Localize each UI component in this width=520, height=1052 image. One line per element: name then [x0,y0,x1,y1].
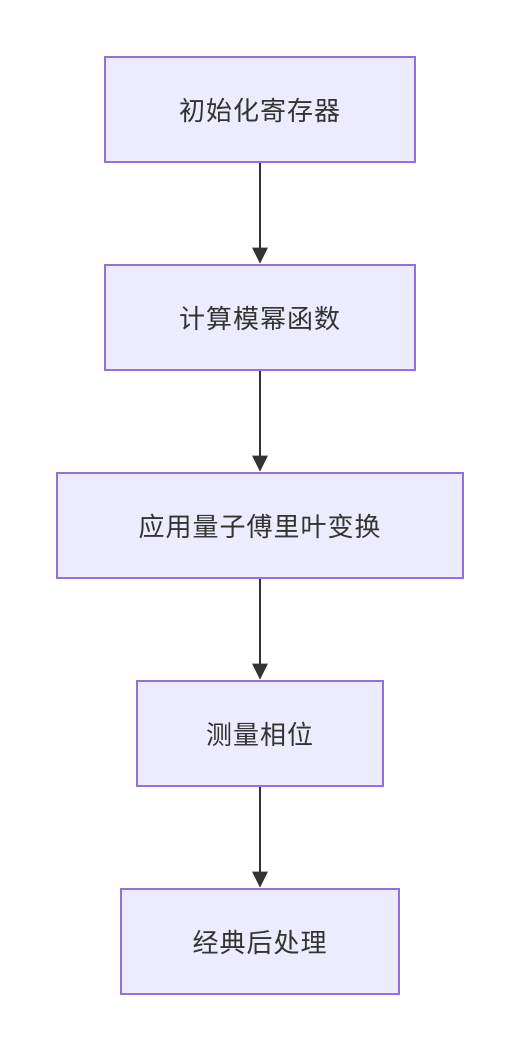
node-modular-exponentiation: 计算模幂函数 [104,264,416,371]
node-measure-phase: 测量相位 [136,680,384,787]
node-label: 应用量子傅里叶变换 [138,513,382,543]
node-label: 计算模幂函数 [178,305,341,335]
node-quantum-fourier-transform: 应用量子傅里叶变换 [56,472,464,579]
node-label: 初始化寄存器 [178,97,341,127]
node-classical-postprocessing: 经典后处理 [120,888,400,995]
node-init-registers: 初始化寄存器 [104,56,416,163]
node-label: 经典后处理 [192,929,328,959]
node-label: 测量相位 [205,721,314,751]
